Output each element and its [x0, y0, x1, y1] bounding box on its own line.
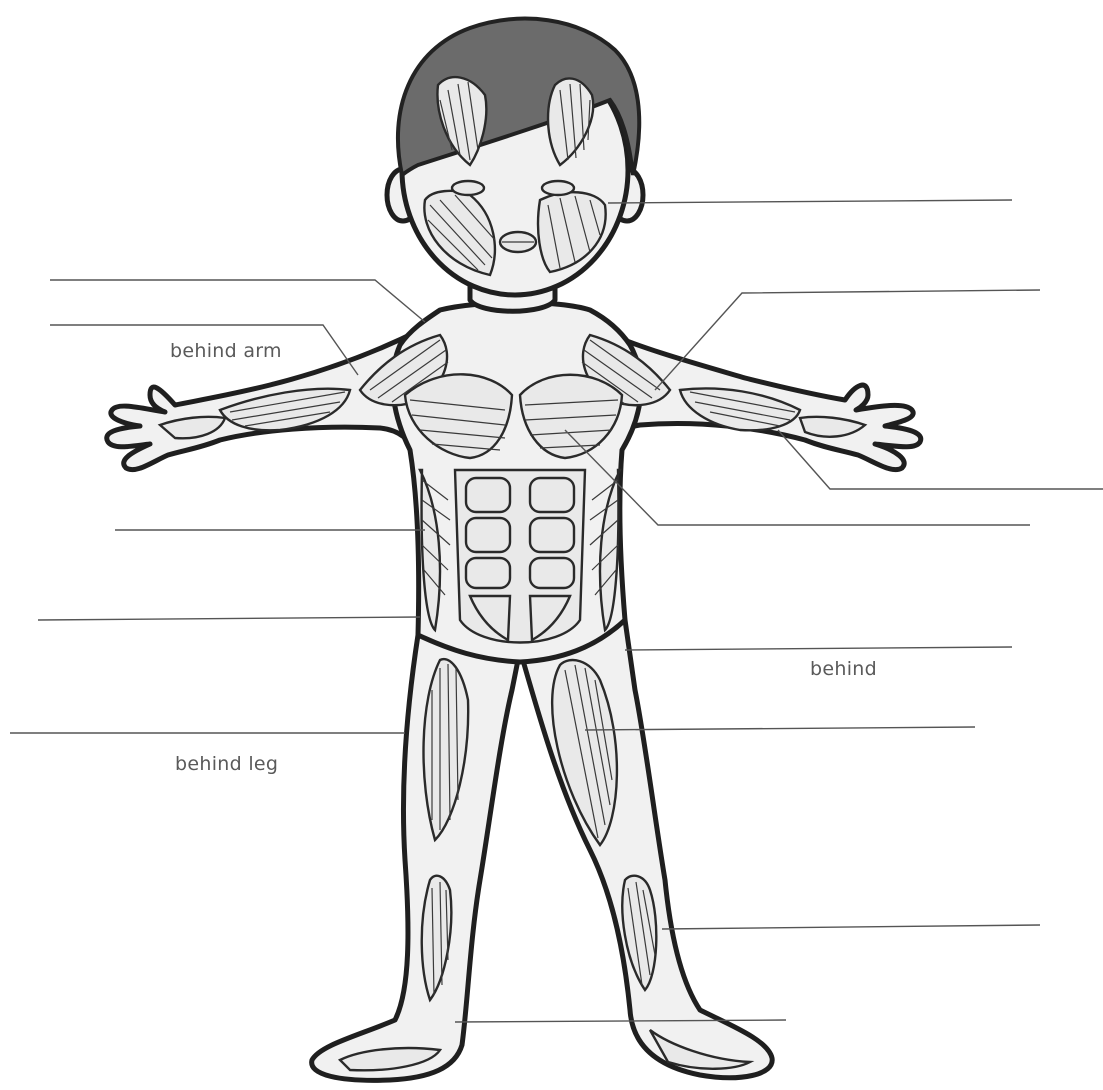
blank-line-behind-hip [625, 647, 1012, 650]
left-leg-outline [312, 635, 520, 1080]
hint-behind: behind [810, 658, 877, 680]
blank-line-calf [662, 925, 1040, 929]
blank-line-face-muscles [608, 200, 1012, 203]
blank-line-foot [455, 1020, 786, 1022]
hint-behind-leg: behind leg [175, 753, 278, 775]
child-figure [107, 19, 921, 1081]
blank-line-chest [565, 430, 1030, 525]
hint-behind-arm: behind arm [170, 340, 282, 362]
blank-line-abdomen-lower [38, 617, 420, 620]
blank-line-neck-shoulder [50, 280, 425, 322]
